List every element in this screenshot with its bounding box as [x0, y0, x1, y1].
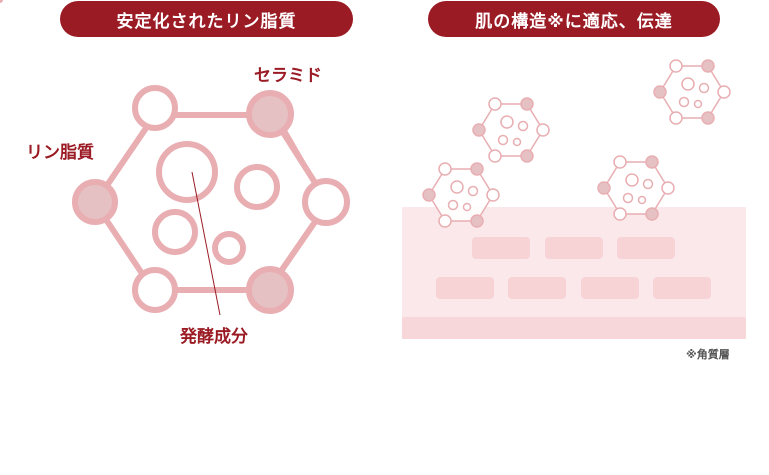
mini-molecule — [653, 59, 731, 125]
fermentation-pointer-line — [191, 171, 221, 316]
skin-cell-block — [472, 237, 530, 259]
ceramide-circle-top-right — [246, 90, 294, 138]
skin-cell-block — [653, 277, 711, 299]
stratum-corneum-footnote: ※角質層 — [686, 347, 730, 361]
vertex-circle-top-left — [132, 85, 178, 131]
vertex-circle-right — [302, 178, 350, 226]
phospholipid-circle-left — [72, 179, 118, 225]
skin-cell-block — [436, 277, 494, 299]
mini-molecule — [472, 97, 550, 163]
phospholipid-label: リン脂質 — [26, 142, 94, 163]
stabilized-phospholipid-title: 安定化されたリン脂質 — [60, 1, 353, 37]
skin-cell-block — [545, 237, 603, 259]
skin-cell-block — [508, 277, 566, 299]
skin-structure-title: 肌の構造※に適応、伝達 — [428, 1, 720, 37]
vertex-circles — [72, 85, 350, 314]
ceramide-circle-bottom-right — [246, 266, 294, 314]
inner-circle-middle — [152, 209, 198, 255]
vertex-circle-bottom-left — [132, 267, 178, 313]
skin-bottom-strip — [402, 317, 746, 339]
skin-cell-block — [617, 237, 675, 259]
fermentation-particles — [152, 141, 280, 265]
inner-circle-small — [212, 231, 246, 265]
inner-circle-large — [156, 141, 218, 203]
ceramide-label: セラミド — [254, 66, 322, 86]
inner-circle-right — [234, 164, 280, 210]
fermentation-label: 発酵成分 — [179, 326, 248, 347]
skin-cell-block — [581, 277, 639, 299]
stratum-corneum-layer — [402, 207, 746, 339]
